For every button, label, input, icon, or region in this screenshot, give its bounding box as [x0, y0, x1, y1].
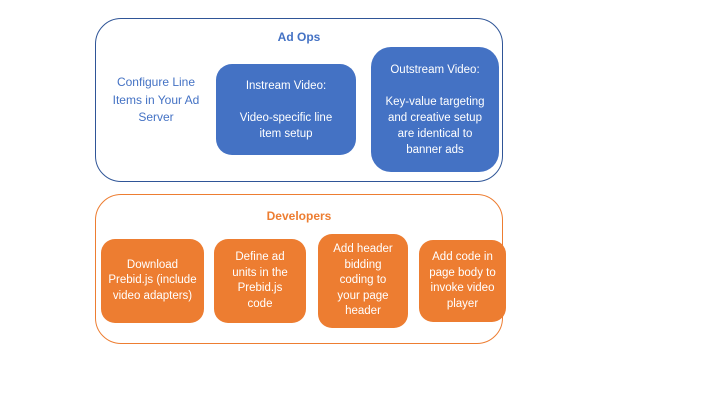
outstream-video-heading: Outstream Video: [390, 63, 480, 76]
outstream-video-box: Outstream Video: Key-value targeting and… [371, 47, 499, 172]
instream-video-box: Instream Video: Video-specific line item… [216, 64, 356, 155]
step-box-page-body-code: Add code in page body to invoke video pl… [419, 240, 506, 322]
instream-video-heading: Instream Video: [245, 79, 327, 92]
developers-group: Developers Download Prebid.js (include v… [95, 194, 506, 344]
ad-ops-title: Ad Ops [277, 30, 321, 44]
step-box-define-ad-units-label: Define ad units in the Prebid.js code [232, 251, 288, 310]
outstream-video-body: Key-value targeting and creative setup a… [385, 95, 485, 156]
ad-ops-group: Ad Ops Configure Line Items in Your Ad S… [95, 18, 503, 182]
configure-line-items-label: Configure Line Items in Your Ad Server [112, 75, 200, 124]
step-box-download-prebid-label: Download Prebid.js (include video adapte… [108, 258, 197, 302]
developers-title: Developers [266, 209, 332, 223]
step-box-page-body-code-label: Add code in page body to invoke video pl… [429, 251, 496, 310]
step-box-header-bidding-code: Add header bidding coding to your page h… [318, 234, 408, 328]
step-box-define-ad-units: Define ad units in the Prebid.js code [214, 239, 306, 323]
instream-video-body: Video-specific line item setup [239, 111, 333, 140]
step-box-header-bidding-code-label: Add header bidding coding to your page h… [333, 243, 393, 318]
step-box-download-prebid: Download Prebid.js (include video adapte… [101, 239, 204, 323]
